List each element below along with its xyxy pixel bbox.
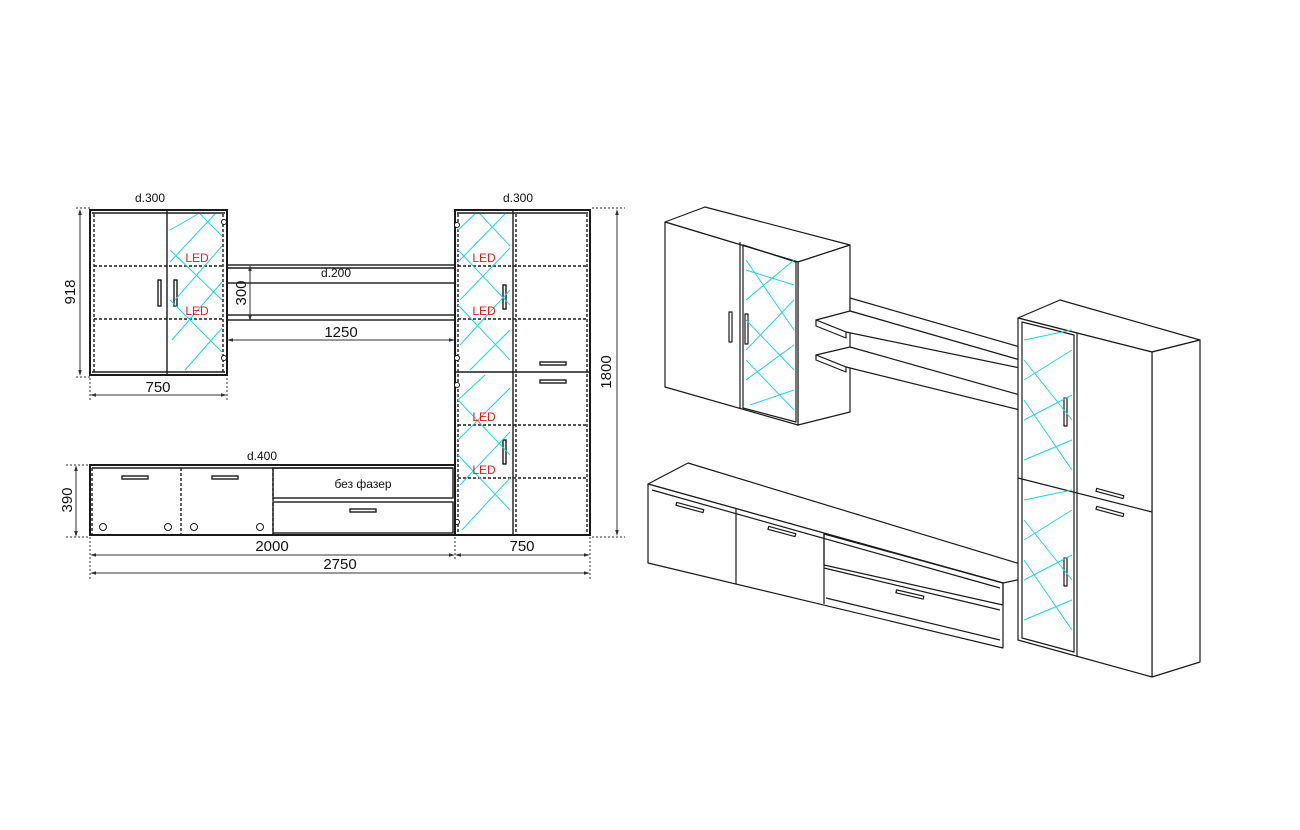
led-label: LED: [472, 410, 496, 424]
led-label: LED: [185, 304, 209, 318]
depth-label-tower: d.300: [503, 191, 533, 205]
depth-label-shelf: d.200: [321, 266, 351, 280]
dim-shelf-width: 1250: [324, 324, 357, 341]
depth-label-base: d.400: [247, 449, 277, 463]
dim-wall-width: 750: [145, 379, 170, 396]
dim-tower-height: 1800: [598, 355, 615, 388]
base-unit-3d: [647, 462, 1051, 649]
led-label: LED: [185, 251, 209, 265]
dim-total-width: 2750: [323, 556, 356, 573]
dim-tower-width: 750: [509, 538, 534, 555]
wall-cabinet-3d: [664, 206, 851, 426]
wall-cabinet-front: LED LED: [89, 209, 228, 376]
base-note: без фазер: [334, 477, 391, 491]
dim-wall-height: 918: [62, 279, 79, 304]
shelves-3d: [815, 297, 1021, 411]
perspective-view: [647, 206, 1201, 678]
base-unit-front: без фазер: [89, 464, 456, 536]
led-label: LED: [472, 463, 496, 477]
tower-cabinet-3d: [1017, 299, 1201, 678]
tower-cabinet-front: LED LED LED LED: [454, 209, 591, 536]
dim-shelf-spacing: 300: [233, 280, 250, 305]
led-label: LED: [472, 251, 496, 265]
depth-label-wall: d.300: [135, 191, 165, 205]
dim-base-height: 390: [59, 487, 76, 512]
dimension-lines: [66, 207, 625, 580]
front-elevation: LED LED: [89, 209, 591, 536]
dim-base-width: 2000: [255, 538, 288, 555]
led-label: LED: [472, 304, 496, 318]
